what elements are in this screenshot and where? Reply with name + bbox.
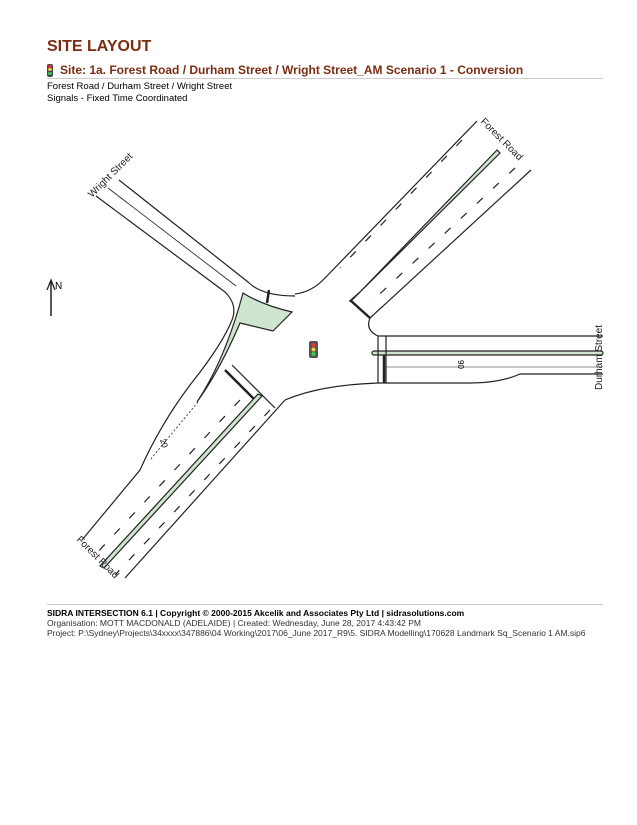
road-label-durham: Durham Street: [594, 325, 605, 390]
site-label: Site: 1a. Forest Road / Durham Street / …: [60, 63, 524, 77]
road-label-forest-ne: Forest Road: [478, 116, 525, 163]
forest-road-sw: 20: [81, 319, 379, 579]
traffic-island: [196, 292, 294, 403]
footer-divider: [47, 604, 603, 605]
site-heading: Site: 1a. Forest Road / Durham Street / …: [47, 63, 523, 77]
lane-length-sw: 20: [158, 438, 170, 450]
north-arrow: N: [46, 278, 62, 316]
forest-road-ne: [294, 120, 532, 319]
footer-software: SIDRA INTERSECTION 6.1 | Copyright © 200…: [47, 608, 464, 618]
page-title: SITE LAYOUT: [47, 38, 152, 55]
software-credit: SIDRA INTERSECTION 6.1 | Copyright © 200…: [47, 608, 465, 618]
wright-street: [95, 179, 296, 321]
footer-project: Project: P:\Sydney\Projects\34xxxx\34788…: [47, 628, 586, 638]
header-divider: [47, 78, 603, 79]
signal-icon: [309, 341, 318, 358]
footer-organisation: Organisation: MOTT MACDONALD (ADELAIDE) …: [47, 618, 422, 628]
north-label: N: [55, 281, 62, 292]
lane-length-durham: 90: [456, 360, 465, 369]
road-label-wright: Wright Street: [86, 151, 135, 200]
intersection-name: Forest Road / Durham Street / Wright Str…: [47, 81, 233, 92]
durham-street: 90: [368, 317, 604, 384]
traffic-signal-icon: [47, 63, 53, 77]
control-type: Signals - Fixed Time Coordinated: [47, 93, 188, 104]
